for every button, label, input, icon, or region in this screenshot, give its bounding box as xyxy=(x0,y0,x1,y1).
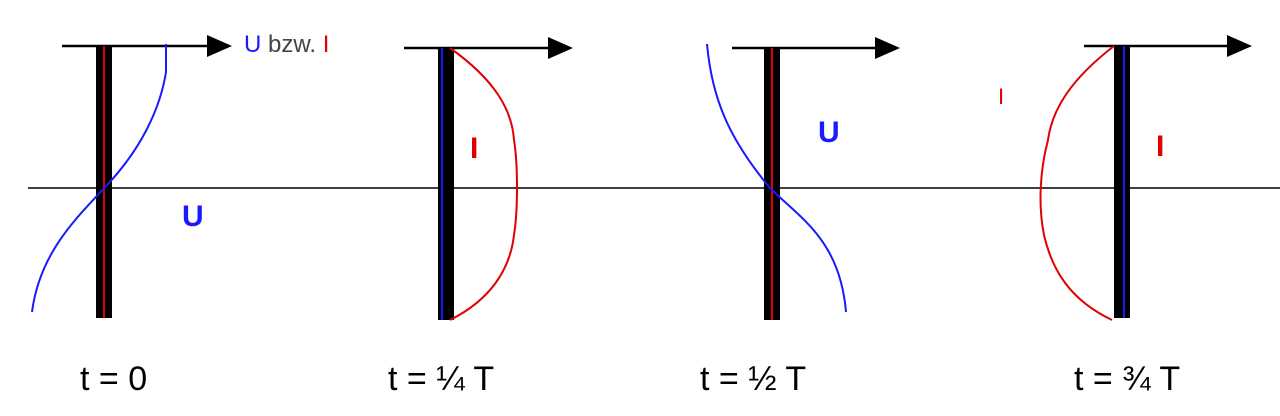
panel-t-half xyxy=(706,37,900,320)
legend: U bzw. I xyxy=(244,31,329,59)
voltage-label: U xyxy=(818,116,840,149)
arrow-head xyxy=(548,37,573,59)
current-curve xyxy=(1039,45,1115,321)
conductor-bar xyxy=(1114,46,1130,318)
current-label-small: I xyxy=(998,84,1005,109)
panel-t0 xyxy=(31,35,232,318)
arrow-head xyxy=(1227,35,1252,57)
current-label: I xyxy=(1156,130,1165,163)
time-label-t-three-quarter: t = ¾ T xyxy=(1074,360,1181,398)
time-label-t-half: t = ½ T xyxy=(700,360,807,398)
conductor-bar xyxy=(438,48,454,320)
current-curve xyxy=(449,47,518,321)
current-label: I xyxy=(470,132,479,165)
panel-t-three-quarter xyxy=(1039,35,1252,321)
legend-i: I xyxy=(322,31,330,58)
time-label-t0: t = 0 xyxy=(80,360,148,398)
time-label-t-quarter: t = ¼ T xyxy=(388,360,495,398)
panel-t-quarter xyxy=(404,37,573,321)
voltage-label: U xyxy=(182,200,204,233)
legend-u: U xyxy=(244,31,262,58)
legend-separator: bzw. xyxy=(261,31,323,58)
voltage-curve xyxy=(31,44,167,313)
arrow-head xyxy=(875,37,900,59)
voltage-curve xyxy=(706,43,847,313)
arrow-head xyxy=(207,35,232,57)
